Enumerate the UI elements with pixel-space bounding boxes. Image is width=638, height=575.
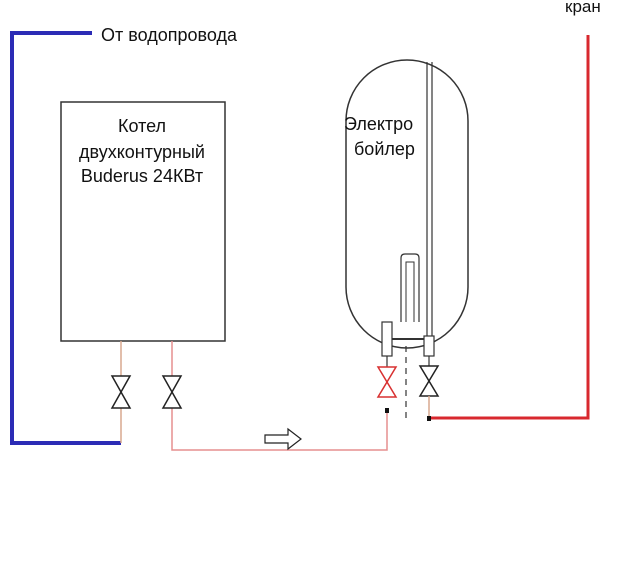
boiler-label-3: Buderus 24КВт xyxy=(81,166,203,186)
boiler-label-2: двухконтурный xyxy=(79,142,205,162)
hot-outlet-fitting xyxy=(423,335,435,357)
water-source-label: От водопровода xyxy=(101,25,238,45)
hot-water-pipe xyxy=(431,35,590,420)
pipe-joint xyxy=(427,416,431,421)
tap-label: кран xyxy=(565,0,601,16)
boiler-box xyxy=(60,101,226,342)
boiler-hot-pipe xyxy=(171,408,388,451)
heater-label-1: Электро xyxy=(344,114,413,134)
cold-water-pipe xyxy=(10,31,92,445)
heater-label-2: бойлер xyxy=(354,139,415,159)
valve-icon xyxy=(376,366,398,398)
boiler-label-1: Котел xyxy=(118,116,166,136)
valve-icon xyxy=(110,375,132,409)
heating-element xyxy=(400,253,420,322)
pipe-joint xyxy=(385,408,389,413)
flow-arrow-icon xyxy=(264,427,302,451)
water-heater-tank xyxy=(345,59,469,349)
heating-element-inner xyxy=(405,261,415,322)
valve-icon xyxy=(418,365,440,397)
cold-inlet-fitting xyxy=(381,321,393,357)
valve-icon xyxy=(161,375,183,409)
